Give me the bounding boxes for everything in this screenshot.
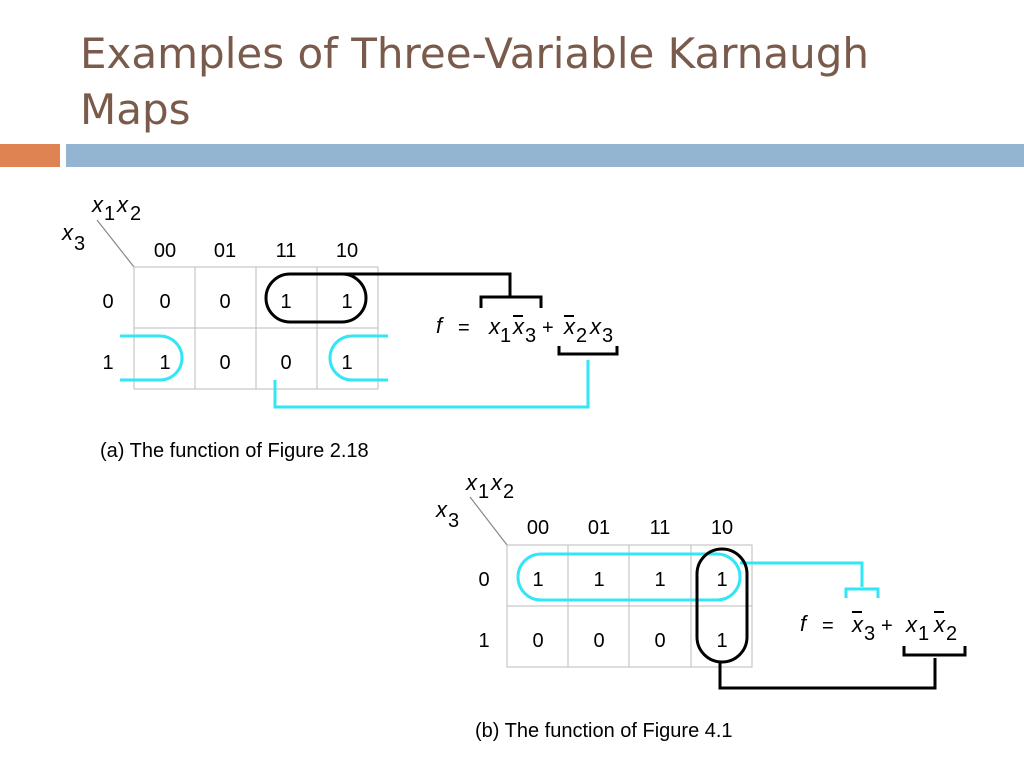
- kmap-b-group-black: [695, 547, 749, 664]
- kmap-b-cell: 0: [532, 630, 543, 652]
- kmap-b-cell: 1: [532, 569, 543, 591]
- kmap-b-connector-black: [718, 658, 937, 690]
- kmap-a-col-header: 01: [214, 240, 236, 262]
- kmap-a-col-header: 10: [336, 240, 358, 262]
- kmap-a-row-var-x: x: [61, 220, 74, 245]
- kmap-b-cell: 0: [654, 630, 665, 652]
- kmap-a-cell: 0: [280, 352, 291, 374]
- kmap-a-col-var-sub2: 2: [130, 203, 141, 225]
- kmap-b-connector-cyan: [740, 561, 864, 587]
- kmap-b-col-header: 10: [711, 517, 733, 539]
- kmap-a-group-cyan-left: [120, 334, 184, 382]
- kmap-a-expr-sub: 1: [500, 325, 511, 347]
- kmap-a-expression: f = x 1 x 3 + x 2 x 3: [436, 295, 619, 356]
- kmap-b-col-var-x2: x: [490, 470, 503, 495]
- kmap-a-cell: 1: [280, 291, 291, 313]
- kmap-a-expr-sub: 2: [576, 325, 587, 347]
- kmap-a-grid: [133, 266, 379, 390]
- kmap-a-col-var-x1: x: [91, 192, 104, 217]
- kmap-a-cell: 1: [341, 291, 352, 313]
- kmap-b-cell: 1: [716, 569, 727, 591]
- kmap-a-expr-sub: 3: [602, 325, 613, 347]
- kmap-a-col-header: 00: [154, 240, 176, 262]
- kmap-b-cell: 0: [593, 630, 604, 652]
- kmap-b-row-var-sub3: 3: [448, 510, 459, 532]
- kmap-b-term1-bracket: [844, 587, 880, 598]
- kmap-a-caption: (a) The function of Figure 2.18: [100, 440, 369, 462]
- kmap-a-col-var-x2: x: [116, 192, 129, 217]
- kmap-b-cell: 1: [654, 569, 665, 591]
- accent-bar-orange: [0, 144, 60, 167]
- kmap-a-row-header: 0: [102, 291, 113, 313]
- kmap-a-cell: 0: [219, 291, 230, 313]
- kmap-b-col-header: 11: [650, 517, 671, 539]
- kmap-a-connector-cyan: [273, 360, 590, 409]
- kmap-b-col-var-sub2: 2: [503, 481, 514, 503]
- kmap-b-expr-eq: =: [822, 615, 834, 637]
- kmap-b-col-var-sub1: 1: [478, 481, 489, 503]
- kmap-b: x 1 x 2 x 3 00 01 11 10 0 1 1 1 1 1 0 0 …: [435, 470, 967, 742]
- kmap-b-cell: 1: [716, 630, 727, 652]
- kmap-a-row-var-sub3: 3: [74, 233, 85, 255]
- kmap-b-row-var-x: x: [435, 497, 448, 522]
- kmap-b-expr-sub: 2: [946, 623, 957, 645]
- kmap-a-cell: 1: [341, 352, 352, 374]
- kmap-a-expr-var: x: [589, 314, 602, 339]
- kmap-b-group-cyan: [516, 552, 742, 602]
- kmap-a-row-header: 1: [102, 352, 113, 374]
- kmap-b-cell: 1: [593, 569, 604, 591]
- kmap-b-expression: f = x 3 + x 1 x 2: [800, 587, 967, 657]
- kmap-a-connector-black: [316, 272, 512, 297]
- kmap-b-row-header: 1: [478, 630, 489, 652]
- kmap-b-expr-sub: 3: [864, 623, 875, 645]
- kmap-b-col-header: 01: [588, 517, 610, 539]
- kmap-b-col-header: 00: [527, 517, 549, 539]
- kmap-b-caption: (b) The function of Figure 4.1: [475, 720, 733, 742]
- kmap-b-col-var-x1: x: [465, 470, 478, 495]
- kmap-b-term2-bracket: [902, 646, 967, 657]
- accent-bar-blue: [66, 144, 1024, 167]
- kmap-a-col-header: 11: [276, 240, 297, 262]
- kmap-a-expr-eq: =: [458, 317, 470, 339]
- kmap-a-cell: 1: [159, 352, 170, 374]
- kmap-b-grid: [506, 544, 753, 668]
- kmap-a-cell: 0: [159, 291, 170, 313]
- kmap-a: x 1 x 2 x 3 00 01 11 10 0 1 0 0 1 1 1 0 …: [61, 192, 619, 462]
- kmap-a-expr-sub: 3: [525, 325, 536, 347]
- kmap-a-expr-var: x: [512, 314, 525, 339]
- kmap-b-expr-var: x: [905, 612, 918, 637]
- kmap-a-cell: 0: [219, 352, 230, 374]
- kmap-a-term2-bracket: [557, 346, 619, 356]
- kmap-b-expr-var: x: [851, 612, 864, 637]
- kmap-b-expr-plus: +: [881, 615, 893, 637]
- kmap-b-expr-sub: 1: [918, 623, 929, 645]
- kmap-b-expr-var: x: [933, 612, 946, 637]
- kmap-a-expr-f: f: [436, 313, 445, 338]
- kmap-b-row-header: 0: [478, 569, 489, 591]
- kmap-a-group-cyan-right: [328, 334, 388, 382]
- kmap-a-term1-bracket: [479, 295, 543, 308]
- kmap-a-expr-var: x: [488, 314, 501, 339]
- kmap-a-col-var-sub1: 1: [104, 203, 115, 225]
- kmap-b-corner-diagonal: [469, 496, 508, 546]
- kmap-a-expr-var: x: [563, 314, 576, 339]
- kmap-a-corner-diagonal: [96, 219, 135, 268]
- kmap-b-expr-f: f: [800, 611, 809, 636]
- kmap-a-expr-plus: +: [542, 317, 554, 339]
- slide-title: Examples of Three-Variable Karnaugh Maps: [80, 29, 869, 134]
